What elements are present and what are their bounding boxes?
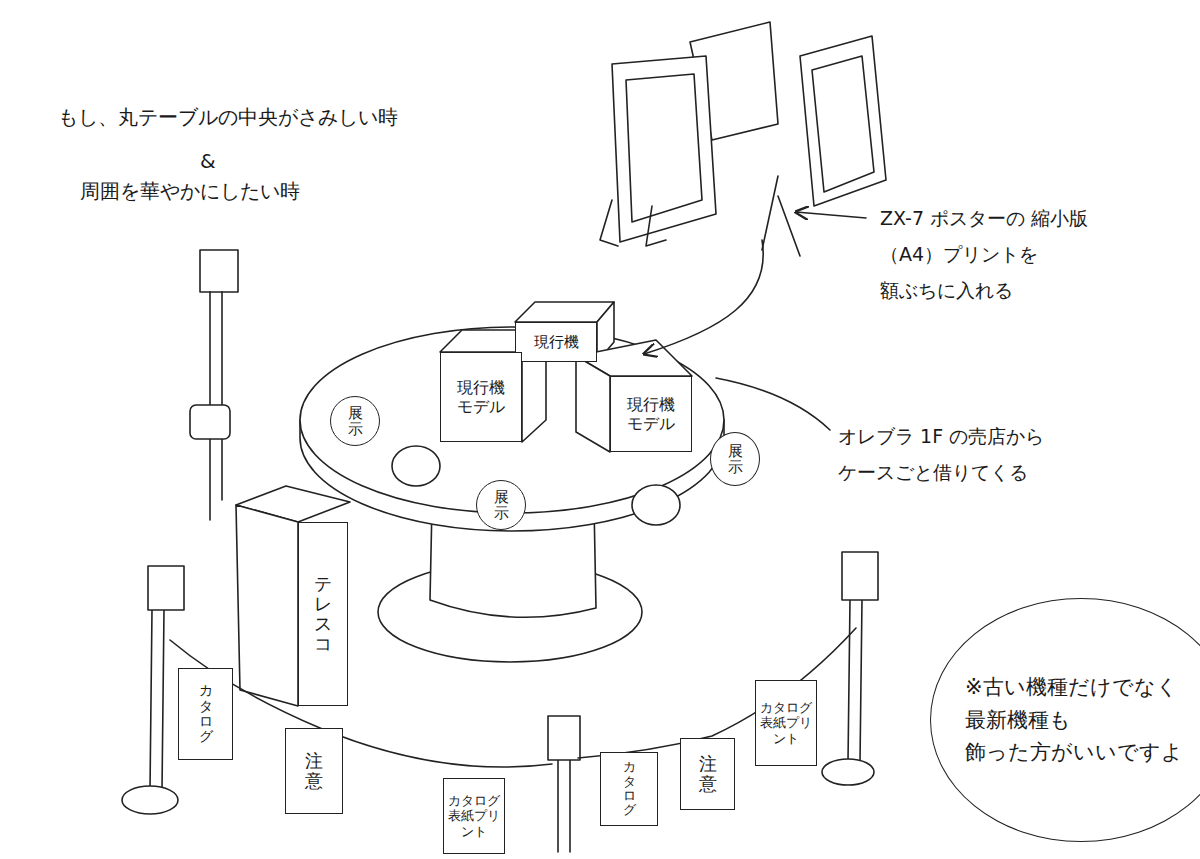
node-text: 注意 bbox=[699, 754, 717, 794]
node-text: 現行機モデル bbox=[455, 378, 506, 416]
post-pole bbox=[221, 292, 223, 500]
post-base bbox=[822, 759, 874, 785]
post-pole bbox=[557, 760, 559, 852]
box-label: 現行機 bbox=[515, 322, 597, 362]
note-text: ZX-7 ポスターの 縮小版（A4）プリントを 額ぶちに入れる bbox=[880, 200, 1135, 308]
note-text: もし、丸テーブルの中央がさみしい時 bbox=[58, 98, 398, 136]
node-text: 現行機モデル bbox=[625, 395, 676, 433]
post-top bbox=[548, 716, 580, 760]
note-text: オレブラ 1F の売店から ケースごと借りてくる bbox=[838, 418, 1083, 490]
node-text: ※古い機種だけでなく 最新機種も 飾った方がいいですよ bbox=[965, 671, 1200, 769]
display-spot bbox=[632, 485, 680, 525]
picture-frame bbox=[812, 56, 874, 192]
post-top bbox=[148, 566, 184, 610]
node-text: 展示 bbox=[348, 405, 363, 438]
node-text: テレスコ bbox=[314, 574, 332, 653]
post-top bbox=[842, 552, 878, 600]
box-label: カタログ bbox=[178, 668, 233, 760]
cube-face bbox=[576, 356, 610, 452]
leader-arrow bbox=[796, 212, 866, 218]
display-circle: 展示 bbox=[330, 396, 380, 446]
post-base bbox=[122, 786, 178, 814]
node-text: カタログ bbox=[623, 760, 636, 817]
display-circle: 展示 bbox=[710, 432, 760, 486]
box-face bbox=[236, 505, 298, 706]
frame-stand bbox=[762, 176, 800, 256]
node-text: カタログ bbox=[199, 683, 213, 745]
box-label: 注意 bbox=[680, 738, 735, 810]
display-circle: 展示 bbox=[476, 480, 526, 530]
node-text: 現行機 bbox=[534, 333, 579, 351]
box-label: テレスコ bbox=[298, 522, 348, 706]
box-label: カタログ表紙プリント bbox=[755, 680, 817, 766]
display-spot bbox=[392, 446, 440, 486]
box-label: 現行機モデル bbox=[440, 352, 522, 442]
box-label: カタログ表紙プリント bbox=[443, 778, 505, 854]
post-pole bbox=[569, 760, 571, 852]
node-text: カタログ表紙プリント bbox=[760, 700, 812, 747]
picture-frame bbox=[626, 74, 702, 222]
leader-arrow bbox=[644, 240, 763, 354]
note-circle: ※古い機種だけでなく 最新機種も 飾った方がいいですよ bbox=[930, 598, 1200, 842]
node-text: カタログ表紙プリント bbox=[448, 793, 500, 840]
post-top bbox=[200, 250, 238, 292]
note-text: & bbox=[200, 142, 216, 180]
note-text: 周囲を華やかにしたい時 bbox=[80, 172, 300, 210]
node-text: 展示 bbox=[494, 489, 509, 522]
post-pole bbox=[860, 600, 862, 762]
post-pole bbox=[848, 600, 850, 762]
post-pole bbox=[150, 610, 152, 790]
box-label: カタログ bbox=[600, 752, 658, 826]
picture-frame bbox=[800, 36, 886, 206]
rope bbox=[170, 640, 552, 767]
frame-stand bbox=[600, 200, 618, 246]
node-text: 展示 bbox=[728, 443, 743, 476]
node-text: 注意 bbox=[305, 751, 323, 791]
post-ring bbox=[190, 405, 230, 439]
frame-stand bbox=[646, 206, 666, 246]
leader-line bbox=[716, 378, 830, 430]
picture-frame bbox=[612, 56, 716, 242]
box-label: 注意 bbox=[285, 728, 343, 814]
box-label: 現行機モデル bbox=[610, 376, 692, 452]
post-pole bbox=[162, 610, 164, 790]
